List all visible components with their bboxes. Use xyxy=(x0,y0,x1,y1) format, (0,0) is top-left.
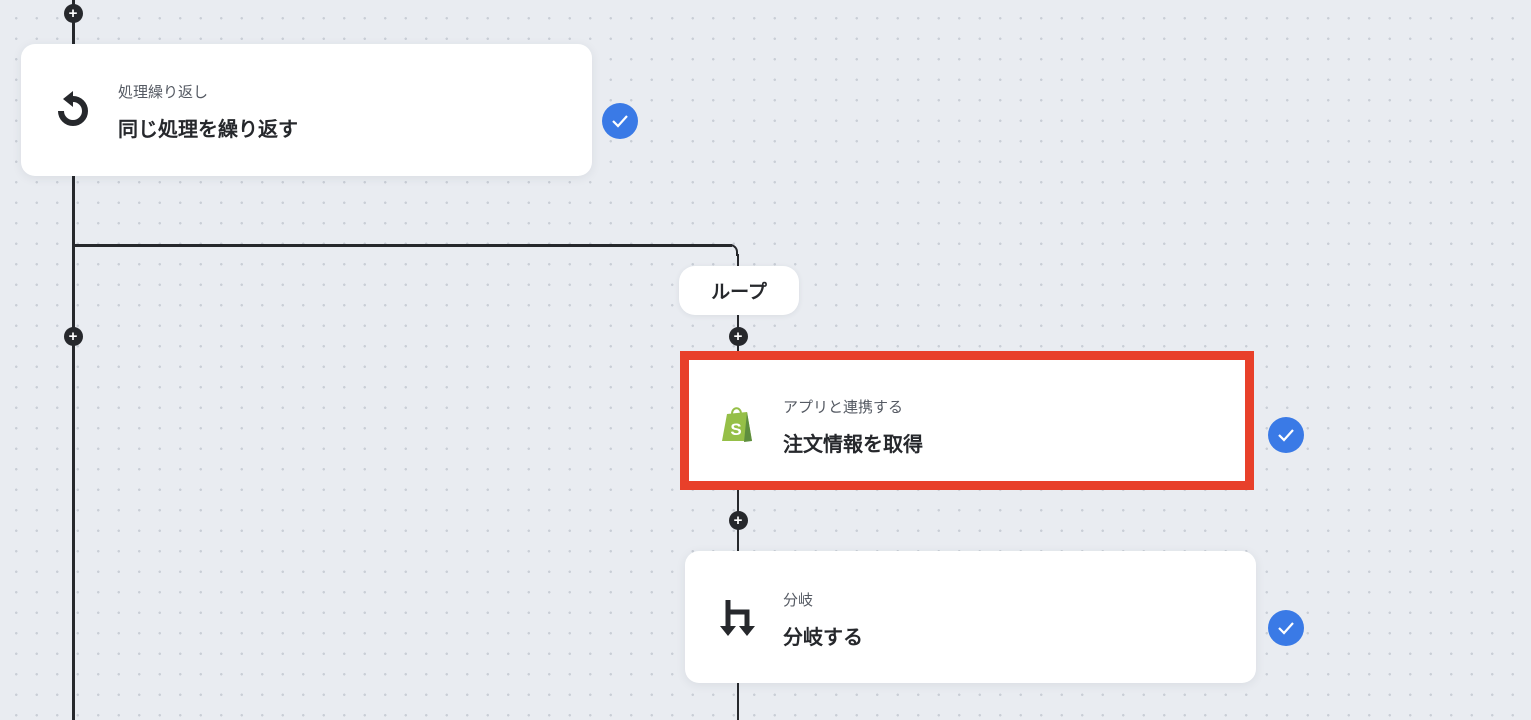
loop-branch-corner xyxy=(726,244,738,256)
step-card-branch[interactable]: 分岐 分岐する xyxy=(685,551,1256,683)
main-connector-line xyxy=(72,0,75,720)
loop-icon xyxy=(51,88,95,132)
step-title: 注文情報を取得 xyxy=(783,434,923,456)
svg-text:S: S xyxy=(730,420,741,439)
step-complete-check-icon xyxy=(1268,610,1304,646)
step-subtitle: 処理繰り返し xyxy=(118,84,209,101)
step-complete-check-icon xyxy=(1268,417,1304,453)
loop-label: ループ xyxy=(679,266,799,315)
loop-branch-horizontal-line xyxy=(72,244,732,247)
step-complete-check-icon xyxy=(602,103,638,139)
step-subtitle: アプリと連携する xyxy=(783,399,904,416)
add-step-button[interactable]: + xyxy=(63,326,83,346)
shopify-icon: S xyxy=(715,402,759,446)
add-step-button[interactable]: + xyxy=(63,3,83,23)
step-card-shopify-get-order[interactable]: S アプリと連携する 注文情報を取得 xyxy=(680,351,1254,490)
add-step-button[interactable]: + xyxy=(728,510,748,530)
step-card-loop[interactable]: 処理繰り返し 同じ処理を繰り返す xyxy=(21,44,592,176)
add-step-button[interactable]: + xyxy=(728,326,748,346)
step-subtitle: 分岐 xyxy=(783,592,814,609)
branch-icon xyxy=(716,596,760,640)
step-title: 分岐する xyxy=(783,627,863,649)
step-title: 同じ処理を繰り返す xyxy=(118,119,298,141)
